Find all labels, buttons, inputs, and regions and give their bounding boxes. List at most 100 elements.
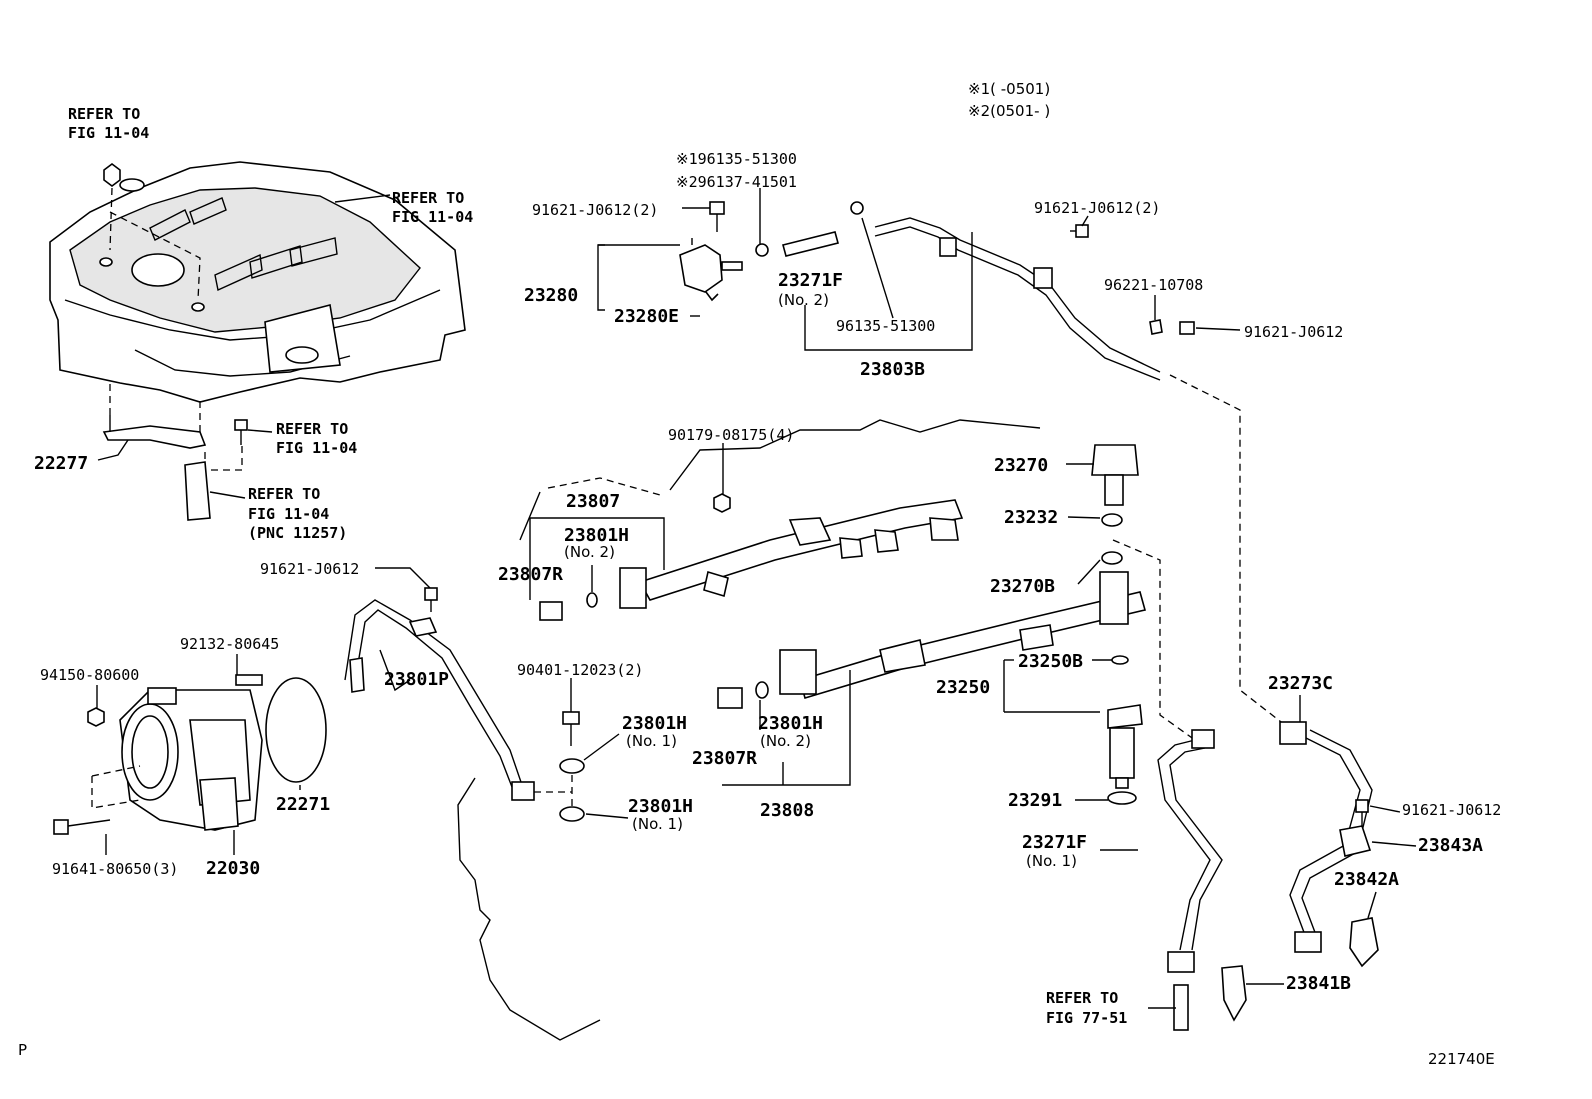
pulsation-damper-23280 [679, 238, 743, 302]
label-23801H-b-sub: (No. 1) [626, 732, 677, 750]
label-23280: 23280 [524, 285, 578, 306]
label-23271F-no1: 23271F [1022, 832, 1087, 853]
refer-4b: FIG 11-04 [248, 505, 329, 523]
nut-94150 [87, 707, 105, 727]
label-90179: 90179-08175(4) [668, 426, 794, 444]
plug-23807R-b [717, 681, 769, 709]
bolt-91621-lower-right [1355, 799, 1369, 828]
label-23801H-c: 23801H [758, 713, 823, 734]
label-23271F-no2-sub: (No. 2) [778, 291, 829, 309]
bolt-91621-right-top [1070, 224, 1089, 238]
note-1: ※1( -0501) [968, 80, 1050, 98]
label-22271: 22271 [276, 794, 330, 815]
insulator-23291 [1107, 791, 1137, 805]
label-23250: 23250 [936, 677, 990, 698]
label-92132: 92132-80645 [180, 635, 279, 653]
nut-90179 [713, 493, 731, 513]
refer-1b: FIG 11-04 [68, 124, 149, 142]
refer-2b: FIG 11-04 [392, 208, 473, 226]
fuel-pipe-23803B [874, 217, 1161, 381]
crossover-pipe-23801P [344, 599, 535, 801]
refer-3b: FIG 11-04 [276, 439, 357, 457]
bracket-22277 [102, 415, 207, 449]
label-22030: 22030 [206, 858, 260, 879]
upper-fuel-rail-23807 [619, 499, 964, 609]
label-23843A: 23843A [1418, 835, 1483, 856]
label-23801H-a: 23801H [564, 525, 629, 546]
label-23273C: 23273C [1268, 673, 1333, 694]
label-23271F-no1-sub: (No. 1) [1026, 852, 1077, 870]
engine-cover [49, 161, 466, 403]
label-23801P: 23801P [384, 669, 449, 690]
leader-lines [96, 188, 1417, 1009]
refer-4a: REFER TO [248, 485, 320, 503]
oring-23232 [1101, 513, 1123, 527]
cover-nut [103, 163, 121, 187]
refer-4c: (PNC 11257) [248, 524, 347, 542]
figure-id: 221740E [1428, 1050, 1495, 1068]
corner-mark: P [18, 1041, 27, 1059]
label-96135: 96135-51300 [836, 317, 935, 335]
bolt-90401 [562, 711, 580, 746]
hose-23271F-no1 [1157, 729, 1223, 973]
label-91641: 91641-80650(3) [52, 860, 178, 878]
refer-5b: FIG 77-51 [1046, 1009, 1127, 1027]
refer-2a: REFER TO [392, 189, 464, 207]
oring-23270B [1101, 551, 1123, 565]
pipe-refer-77-51 [1173, 984, 1189, 1031]
label-23807: 23807 [566, 491, 620, 512]
label-23232: 23232 [1004, 507, 1058, 528]
label-91621-d: 91621-J0612 [260, 560, 359, 578]
label-91621-a: 91621-J0612(2) [532, 201, 658, 219]
plug-23807R-a [539, 592, 598, 621]
label-23807R-b: 23807R [692, 748, 757, 769]
label-23291: 23291 [1008, 790, 1062, 811]
clamp-23843A [1339, 825, 1372, 857]
oring-23250B [1111, 655, 1129, 665]
label-23807R-a: 23807R [498, 564, 563, 585]
label-23841B: 23841B [1286, 973, 1351, 994]
label-22277: 22277 [34, 453, 88, 474]
refer-1a: REFER TO [68, 105, 140, 123]
label-23808: 23808 [760, 800, 814, 821]
label-90401: 90401-12023(2) [517, 661, 643, 679]
label-23803B: 23803B [860, 359, 925, 380]
label-23270B: 23270B [990, 576, 1055, 597]
hose-23273C [1279, 721, 1373, 953]
note-2: ※2(0501- ) [968, 102, 1050, 120]
gasket-22271 [265, 677, 327, 783]
hose-23271F-no2 [782, 231, 839, 257]
cover-bolt-right [234, 419, 248, 445]
label-23280E: 23280E [614, 306, 679, 327]
label-94150: 94150-80600 [40, 666, 139, 684]
label-23270: 23270 [994, 455, 1048, 476]
clip-96221 [1149, 319, 1195, 335]
lower-fuel-rail-23808 [779, 571, 1146, 700]
clamp-23841B [1221, 965, 1247, 1022]
stud-92132 [235, 674, 263, 686]
label-23801H-d: 23801H [628, 796, 693, 817]
label-91621-e: 91621-J0612 [1402, 801, 1501, 819]
label-23801H-b: 23801H [622, 713, 687, 734]
label-91621-c: 91621-J0612 [1244, 323, 1343, 341]
label-23801H-d-sub: (No. 1) [632, 815, 683, 833]
gasket-23801H-no1-lower [559, 806, 585, 822]
gasket-23801H-no1-upper [559, 758, 585, 774]
note-3: ※196135-51300 [676, 150, 797, 168]
throttle-body-22030 [119, 687, 263, 831]
label-23801H-a-sub: (No. 2) [564, 543, 615, 561]
refer-3a: REFER TO [276, 420, 348, 438]
pressure-regulator-23270 [1091, 444, 1139, 506]
label-23271F-no2: 23271F [778, 270, 843, 291]
label-96221: 96221-10708 [1104, 276, 1203, 294]
label-23801H-c-sub: (No. 2) [760, 732, 811, 750]
injector-23250 [1107, 704, 1143, 789]
bolt-91621-top [709, 201, 725, 232]
label-23250B: 23250B [1018, 651, 1083, 672]
bolt-91621-crossover [424, 587, 438, 612]
clip-96135 [755, 201, 864, 257]
refer-5a: REFER TO [1046, 989, 1118, 1007]
clamp-23842A [1349, 917, 1379, 968]
note-4: ※296137-41501 [676, 173, 797, 191]
